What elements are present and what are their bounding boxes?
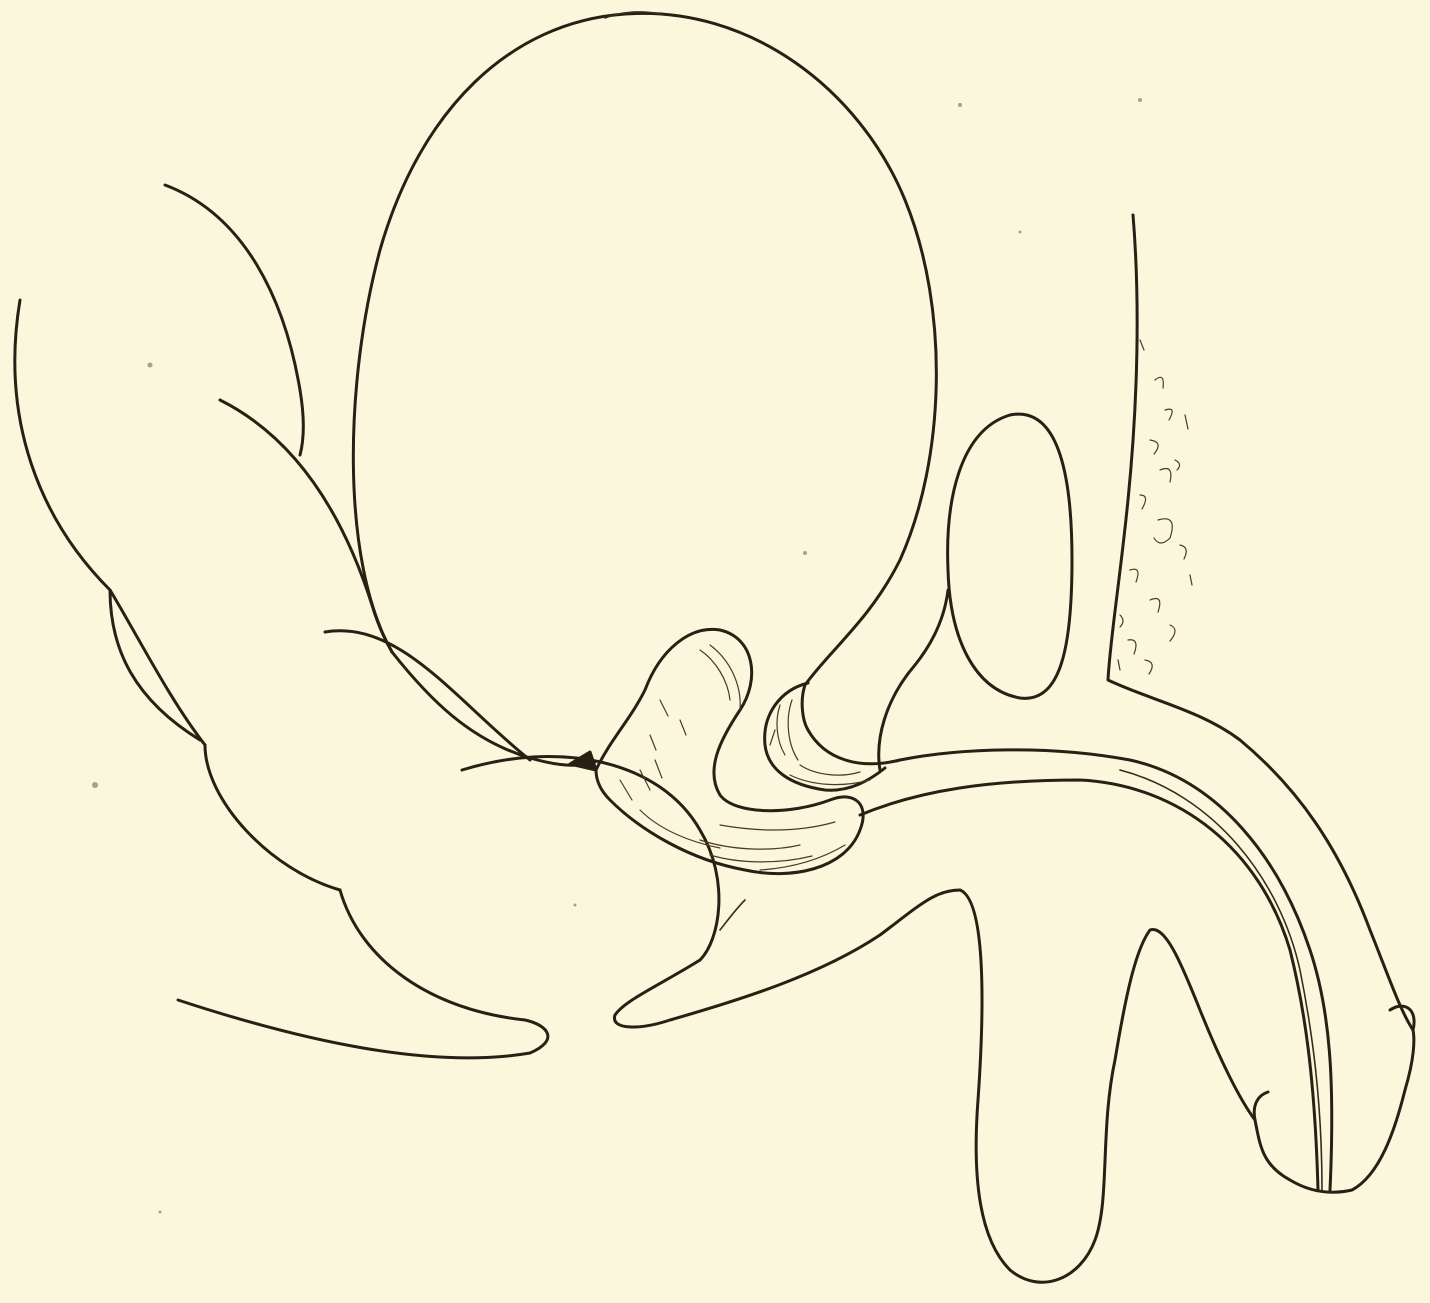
colon-lower-lobe-inner (462, 757, 719, 961)
abdominal-wall-line (879, 590, 948, 770)
scrotum-outline (960, 890, 1255, 1282)
colon-fold-5 (325, 631, 530, 760)
paper-specks (92, 98, 1142, 1214)
colon-fold-4 (205, 745, 340, 890)
colon-fold-2 (220, 400, 392, 652)
pubic-hair-stipple (1118, 340, 1192, 674)
bladder-outline (353, 13, 936, 730)
bladder-base-left (392, 652, 595, 765)
bladder-neck-notch (570, 752, 596, 770)
urethra-upper-wall (808, 730, 1332, 1190)
colon-lower-lobe (178, 890, 548, 1058)
abdominal-skin-line (1108, 215, 1413, 1030)
glans-ridge (1254, 1006, 1414, 1120)
colon-fold-1 (165, 185, 303, 455)
urethra (808, 730, 1332, 1190)
rectum-tip (614, 890, 960, 1027)
penis-outline (1255, 1030, 1414, 1192)
intestine-folds (15, 185, 960, 1058)
prostate-ring (765, 683, 885, 790)
seminal-vesicle (596, 629, 863, 873)
urethra-inner-line (1120, 770, 1322, 1190)
colon-inner-crease (720, 900, 745, 930)
urethra-lower-wall (860, 780, 1318, 1190)
colon-outer-edge (15, 300, 205, 745)
pubic-bone (948, 414, 1072, 698)
